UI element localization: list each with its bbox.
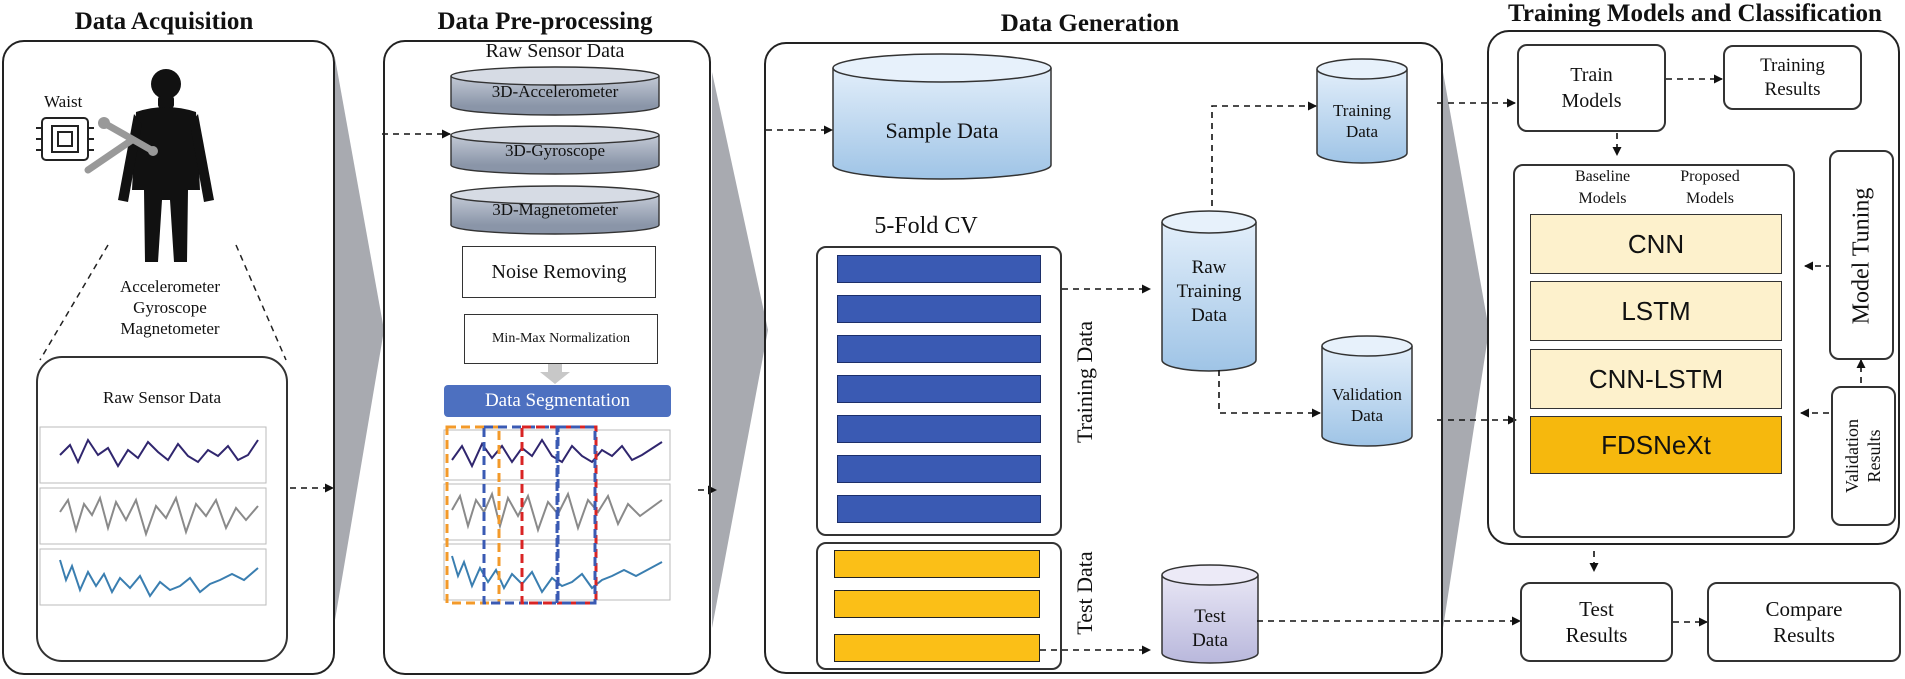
sensor-list: Accelerometer Gyroscope Magnetometer <box>100 276 240 339</box>
model-lstm: LSTM <box>1530 281 1782 341</box>
cv-fold-bar <box>837 295 1041 323</box>
train-models-line: Train <box>1570 64 1613 86</box>
validation-results-label: Validation Results <box>1841 419 1885 493</box>
compare-results-box: Compare Results <box>1707 582 1901 662</box>
waist-label: Waist <box>44 92 83 111</box>
test-results-box: Test Results <box>1520 582 1673 662</box>
sensor-gyroscope: Gyroscope <box>133 298 207 317</box>
cyl-training <box>1316 58 1408 164</box>
model-tuning-label: Model Tuning <box>1848 187 1875 325</box>
data-segmentation-button: Data Segmentation <box>444 385 671 417</box>
validation-cyl-line: Validation <box>1332 385 1402 404</box>
section-title-acquisition: Data Acquisition <box>74 8 254 35</box>
proposed-line: Proposed <box>1680 168 1740 185</box>
raw-training-line: Training <box>1176 281 1242 302</box>
cv-fold-bar <box>837 335 1041 363</box>
cyl-sample-data <box>832 53 1052 180</box>
training-results-line: Results <box>1764 78 1821 100</box>
cyl-magnetometer <box>450 185 660 235</box>
sample-data-label: Sample Data <box>885 118 999 143</box>
validation-data-cyl-label: Validation Data <box>1317 384 1417 426</box>
cyl-raw-training <box>1161 210 1257 372</box>
test-results-line: Results <box>1565 623 1628 647</box>
section-title-preprocessing: Data Pre-processing <box>437 8 653 35</box>
flow-chevron-2 <box>712 72 768 628</box>
raw-sensor-box: Raw Sensor Data <box>36 356 288 662</box>
label-accelerometer: 3D-Accelerometer <box>491 82 619 101</box>
noise-removing-box: Noise Removing <box>462 246 656 298</box>
panel-training <box>1487 30 1900 545</box>
models-container <box>1513 164 1795 538</box>
panel-preprocessing <box>383 40 711 675</box>
acquisition-plots <box>39 426 267 606</box>
cv-folds-box <box>816 246 1062 536</box>
pre-raw-title: Raw Sensor Data <box>485 40 625 62</box>
panel-generation <box>764 42 1443 674</box>
validation-results-box <box>1831 386 1896 526</box>
flow-chevron-3 <box>1443 72 1489 628</box>
label-gyroscope: 3D-Gyroscope <box>504 141 606 160</box>
cyl-accelerometer <box>450 66 660 116</box>
compare-results-line: Compare <box>1765 597 1843 621</box>
cv-fold-bar <box>837 375 1041 403</box>
validation-results-line: Results <box>1864 429 1884 483</box>
train-models-line: Models <box>1561 90 1622 112</box>
baseline-line: Models <box>1578 190 1627 207</box>
training-results-line: Training <box>1760 54 1825 76</box>
model-tuning-box <box>1829 150 1894 360</box>
panel-acquisition <box>2 40 335 675</box>
cyl-gyroscope <box>450 125 660 175</box>
min-max-normalization-box: Min-Max Normalization <box>464 314 658 364</box>
cv-title: 5-Fold CV <box>874 213 978 239</box>
sensor-device <box>36 117 94 161</box>
cyl-validation <box>1321 335 1413 447</box>
test-box <box>816 542 1062 670</box>
training-cyl-line: Data <box>1345 122 1379 141</box>
training-results-box: Training Results <box>1723 45 1862 110</box>
test-bar <box>834 590 1040 618</box>
training-data-vertical-label: Training Data <box>1072 320 1097 444</box>
proposed-line: Models <box>1686 190 1734 207</box>
raw-sensor-title: Raw Sensor Data <box>102 388 222 407</box>
test-results-line: Test <box>1579 597 1614 621</box>
baseline-line: Baseline <box>1574 168 1631 185</box>
baseline-models-label: Baseline Models <box>1555 166 1650 210</box>
validation-cyl-line: Data <box>1350 406 1384 425</box>
cv-fold-bar <box>837 455 1041 483</box>
section-title-generation: Data Generation <box>1000 10 1180 37</box>
validation-results-line: Validation <box>1842 419 1862 493</box>
training-data-cyl-label: Training Data <box>1317 100 1407 142</box>
test-cyl-line: Test <box>1194 606 1226 627</box>
flow-chevron-1 <box>335 58 384 620</box>
cv-fold-bar <box>837 255 1041 283</box>
cv-fold-bar <box>837 415 1041 443</box>
test-data-vertical-label: Test Data <box>1072 551 1097 635</box>
sensor-accelerometer: Accelerometer <box>119 277 221 296</box>
test-data-cyl-label: Test Data <box>1162 605 1258 653</box>
raw-training-line: Data <box>1191 305 1227 326</box>
compare-results-line: Results <box>1773 623 1835 647</box>
test-bar <box>834 550 1040 578</box>
sensor-magnetometer: Magnetometer <box>120 319 220 338</box>
section-title-training: Training Models and Classification <box>1508 0 1882 27</box>
model-cnn-lstm: CNN-LSTM <box>1530 349 1782 409</box>
training-cyl-line: Training <box>1333 101 1391 120</box>
segmentation-plots <box>443 425 671 605</box>
cyl-test <box>1161 564 1259 664</box>
proposed-models-label: Proposed Models <box>1660 166 1760 210</box>
train-models-box: Train Models <box>1517 44 1666 132</box>
raw-training-data-label: Raw Training Data <box>1162 256 1256 328</box>
model-cnn: CNN <box>1530 214 1782 274</box>
test-bar <box>834 634 1040 662</box>
cv-fold-bar <box>837 495 1041 523</box>
raw-training-line: Raw <box>1191 257 1227 278</box>
label-magnetometer: 3D-Magnetometer <box>492 200 618 219</box>
model-fdsnext: FDSNeXt <box>1530 416 1782 474</box>
test-cyl-line: Data <box>1192 630 1228 651</box>
